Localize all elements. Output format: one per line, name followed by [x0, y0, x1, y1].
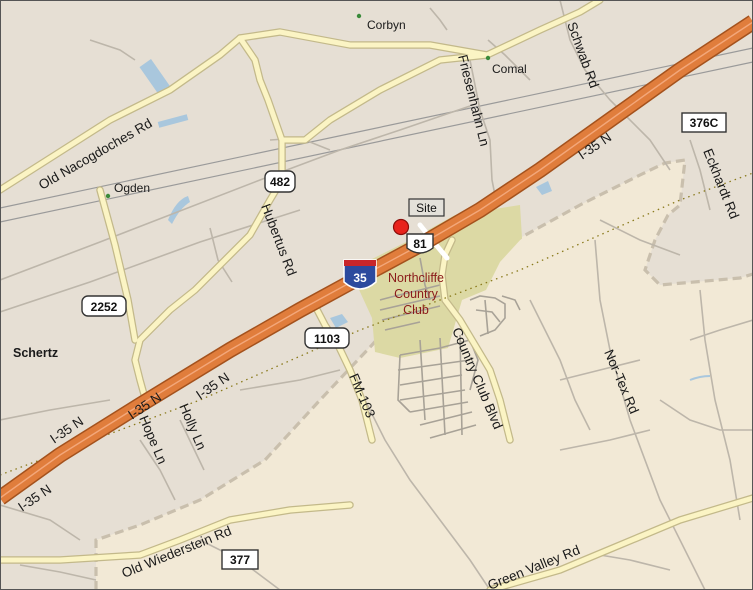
interstate-i35-divider [0, 21, 753, 499]
shield-label-35: 35 [353, 271, 367, 285]
shield-376c[interactable]: 376C [681, 112, 727, 133]
shield-label-376c: 376C [690, 116, 719, 130]
shield-482[interactable]: 482 [264, 170, 296, 193]
land-area-south [96, 160, 753, 590]
shield-label-377: 377 [230, 553, 250, 567]
place-label-corbyn: Corbyn [367, 18, 406, 32]
shield-label-1103: 1103 [314, 332, 340, 346]
place-dot-comal [485, 55, 491, 61]
site-label-box [408, 198, 445, 217]
shield-1103[interactable]: 1103 [304, 327, 350, 349]
county-boundary [94, 158, 753, 590]
golf-course-area [350, 205, 522, 358]
shield-us-81[interactable]: 81 [406, 233, 434, 254]
shield-label-81: 81 [413, 237, 427, 251]
shield-2252[interactable]: 2252 [81, 295, 127, 317]
poi-label-line-3: Club [403, 303, 429, 317]
shield-377[interactable]: 377 [221, 549, 259, 570]
place-dot-corbyn [356, 13, 362, 19]
subdivision-streets [379, 257, 521, 439]
poi-label-line-2: Country [394, 287, 439, 301]
site-marker[interactable]: Site [392, 198, 445, 236]
railroads [0, 47, 753, 223]
shield-label-482: 482 [270, 175, 290, 189]
shield-interstate-35[interactable]: 35 [343, 259, 377, 290]
dotted-boundary-line [0, 172, 753, 476]
site-label: Site [416, 201, 437, 215]
place-dot-ogden [105, 193, 111, 199]
poi-label-line-1: Northcliffe [388, 271, 444, 285]
shield-label-2252: 2252 [91, 300, 118, 314]
place-label-schertz: Schertz [13, 346, 58, 360]
water-features [139, 59, 711, 381]
place-label-ogden: Ogden [114, 181, 150, 195]
site-pin-icon[interactable] [392, 218, 410, 236]
place-label-comal: Comal [492, 62, 527, 76]
